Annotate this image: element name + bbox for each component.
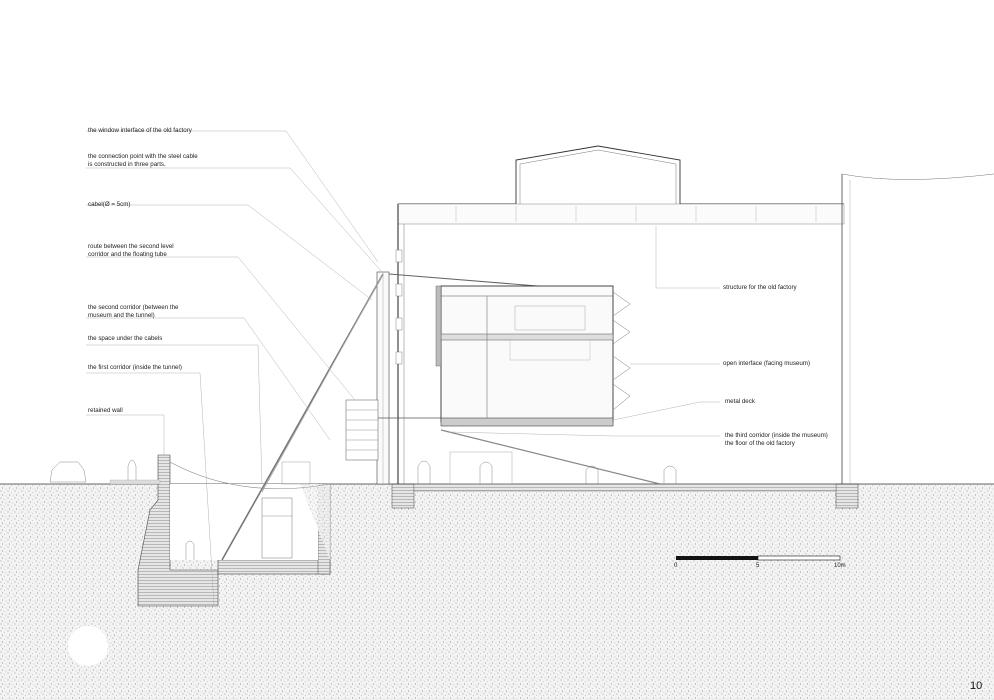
scale-label-5: 5 xyxy=(756,563,760,569)
scale-label-0: 0 xyxy=(674,563,678,569)
light-spot xyxy=(68,626,108,666)
annotation-third-corridor: the third corridor (inside the museum) t… xyxy=(725,432,828,447)
car-silhouette xyxy=(49,461,87,483)
annotation-first-corridor: the first corridor (inside the tunnel) xyxy=(88,364,182,371)
annotation-cabel: cabel(Ø = 5cm) xyxy=(88,201,131,208)
tunnel-slab xyxy=(217,559,331,575)
annotation-connection-point: the connection point with the steel cabl… xyxy=(88,153,198,168)
foundation-right xyxy=(835,483,859,509)
annotation-metal-deck: metal deck xyxy=(725,398,755,405)
annotation-window-interface: the window interface of the old factory xyxy=(88,127,192,134)
cable-sag xyxy=(169,461,331,490)
tunnel-slope xyxy=(300,484,330,560)
page-number: 10 xyxy=(970,680,983,692)
roof-truss xyxy=(397,203,845,225)
cable-to-museum xyxy=(440,429,661,485)
annotation-space-under-cabels: the space under the cabels xyxy=(88,335,163,342)
annotation-factory-structure: structure for the old factory xyxy=(723,284,797,291)
annotation-retained-wall: retained wall xyxy=(88,407,123,414)
museum-edge xyxy=(841,173,994,180)
scale-bar xyxy=(676,555,841,561)
factory-roof xyxy=(398,145,844,205)
ground-mass xyxy=(0,455,994,700)
annotation-second-corridor: the second corridor (between the museum … xyxy=(88,304,179,319)
factory-floor xyxy=(413,483,837,492)
floating-tube xyxy=(440,285,614,423)
annotation-route: route between the second level corridor … xyxy=(88,243,174,258)
annotation-open-interface: open interface (facing museum) xyxy=(723,360,811,367)
cable-secondary xyxy=(261,273,384,493)
metal-deck xyxy=(440,417,614,427)
scale-label-10m: 10m xyxy=(834,563,846,569)
foundation-left xyxy=(391,483,415,509)
